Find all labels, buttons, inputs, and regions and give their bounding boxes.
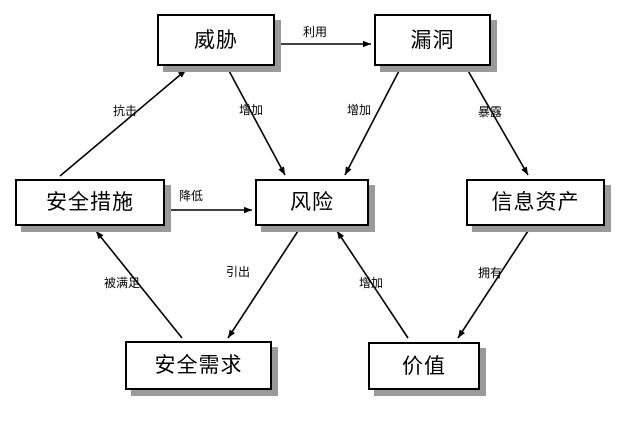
edge-vulnerability-asset [466, 68, 529, 176]
node-security-control[interactable]: 安全措施 [15, 179, 165, 226]
node-threat-label: 威胁 [194, 27, 238, 52]
node-threat[interactable]: 威胁 [157, 14, 275, 66]
node-risk-label: 风险 [290, 190, 334, 214]
node-information-asset[interactable]: 信息资产 [466, 179, 605, 226]
edge-label-own: 拥有 [478, 266, 503, 280]
node-security-requirement[interactable]: 安全需求 [125, 341, 272, 390]
node-risk[interactable]: 风险 [255, 179, 369, 226]
node-security-requirement-label: 安全需求 [154, 353, 243, 377]
edge-label-resist: 抗击 [113, 104, 138, 118]
edge-requirement-control [95, 230, 183, 339]
edge-value-risk [336, 230, 409, 339]
node-vulnerability[interactable]: 漏洞 [374, 14, 491, 66]
node-information-asset-label: 信息资产 [491, 190, 580, 214]
edge-label-expose: 暴露 [478, 105, 503, 119]
edge-label-satisfied-by: 被满足 [104, 276, 141, 290]
edge-label-derive: 引出 [226, 265, 251, 279]
node-value[interactable]: 价值 [368, 342, 480, 390]
edge-risk-requirement [227, 230, 299, 339]
edge-threat-risk [227, 68, 286, 176]
node-security-control-label: 安全措施 [46, 190, 134, 214]
edge-label-increase-value-risk: 增加 [359, 276, 384, 290]
edge-label-reduce: 降低 [179, 189, 204, 203]
edge-vulnerability-risk [344, 68, 401, 176]
node-vulnerability-label: 漏洞 [410, 27, 455, 52]
node-value-label: 价值 [402, 353, 446, 378]
edge-label-increase-vuln-risk: 增加 [347, 103, 372, 117]
edge-label-increase-threat-risk: 增加 [239, 103, 264, 117]
edge-label-exploit: 利用 [303, 25, 328, 39]
edge-asset-value [457, 230, 529, 339]
edge-control-threat [59, 69, 187, 177]
